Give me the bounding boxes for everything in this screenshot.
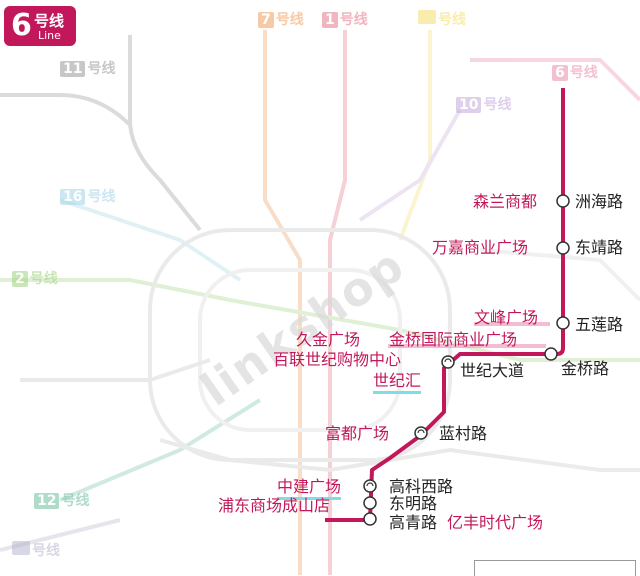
station-marker-dongming	[363, 496, 377, 510]
line-12-track	[59, 398, 262, 502]
line-1-track	[328, 30, 347, 575]
line-badge: 6 号线 Line	[4, 6, 76, 46]
mall-zhongjian: 中建广场	[277, 477, 342, 500]
mall-wanjia: 万嘉商业广场	[432, 238, 529, 257]
station-gaoqing: 高青路	[389, 513, 438, 532]
mall-pudong-chengshan: 浦东商场成山店	[218, 496, 331, 515]
bottom-line-label: 号线	[12, 540, 60, 560]
station-marker-dongjing	[556, 241, 570, 255]
station-shijidadao: 世纪大道	[460, 361, 525, 380]
mall-fudu: 富都广场	[325, 424, 390, 443]
line-number: 6	[11, 8, 32, 43]
station-dongjing: 东靖路	[575, 238, 624, 257]
station-jinqiao: 金桥路	[561, 359, 610, 378]
line-name: 号线	[34, 12, 65, 30]
yellow-line-track	[398, 30, 432, 241]
station-marker-zhouhai	[556, 194, 570, 208]
highlight-jinqiao	[388, 344, 546, 348]
line-10-track	[358, 109, 462, 222]
line-11-track	[128, 35, 202, 232]
station-dongming: 东明路	[389, 494, 438, 513]
station-gaokexi: 高科西路	[389, 477, 454, 496]
station-marker-jinqiao	[544, 347, 558, 361]
station-lancun: 蓝村路	[439, 424, 488, 443]
mall-jiujin: 久金广场	[296, 330, 361, 349]
station-marker-shijidadao	[441, 355, 455, 369]
mall-bailian: 百联世纪购物中心	[273, 350, 402, 369]
station-marker-gaoqing	[363, 512, 377, 526]
line-7-track	[263, 30, 302, 575]
mall-shijihui: 世纪汇	[373, 371, 422, 394]
mall-jinqiao-guoji: 金桥国际商业广场	[389, 330, 518, 349]
mall-wenfeng: 文峰广场	[474, 308, 539, 327]
highlight-wenfeng	[474, 322, 550, 326]
line-english: Line	[38, 29, 61, 42]
station-marker-lancun	[414, 426, 428, 440]
mall-senlan: 森兰商都	[473, 192, 538, 211]
station-zhouhai: 洲海路	[575, 192, 624, 211]
mall-yifeng: 亿丰时代广场	[447, 513, 544, 532]
station-wulian: 五莲路	[575, 315, 624, 334]
line-2-track	[0, 278, 640, 362]
line-16-track	[59, 198, 242, 282]
legend-box	[474, 560, 636, 576]
station-marker-wulian	[556, 316, 570, 330]
yellow-line-label: 号线	[418, 9, 466, 29]
station-marker-gaokexi	[363, 479, 377, 493]
